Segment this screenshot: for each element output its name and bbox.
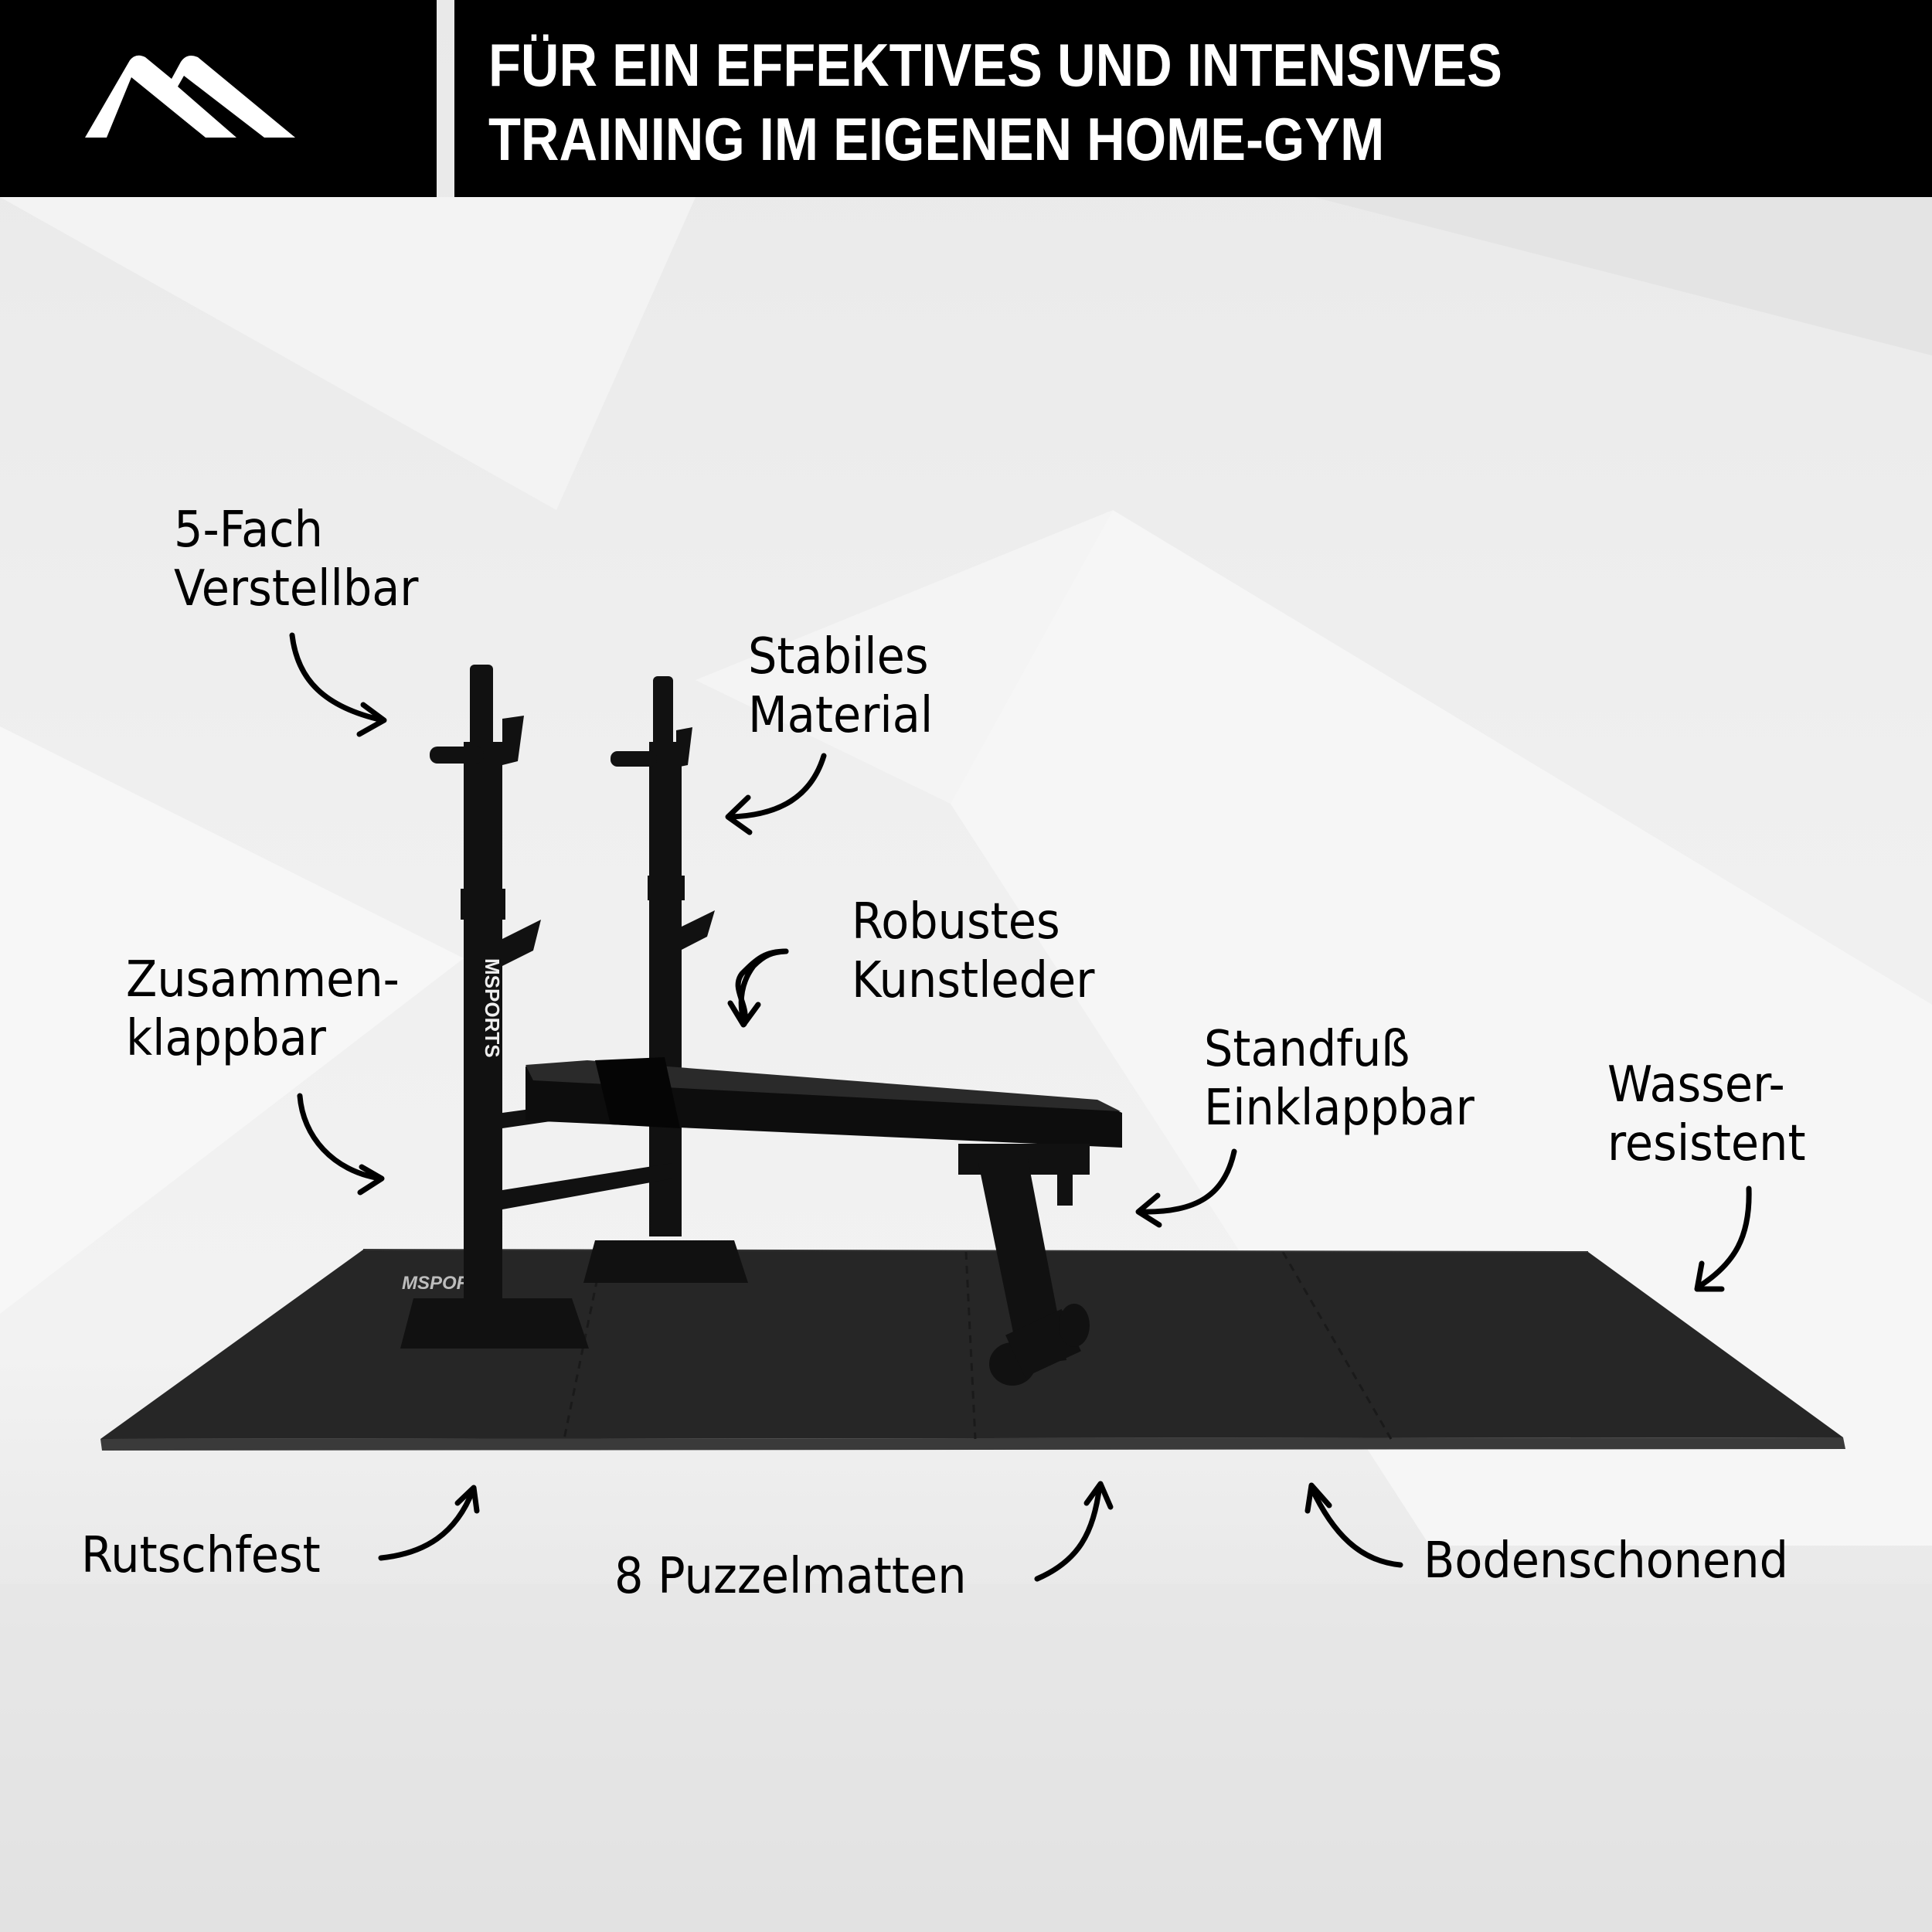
title-line-1: FÜR EIN EFFEKTIVES UND INTENSIVES: [488, 31, 1502, 99]
feature-line: Stabiles: [748, 628, 929, 685]
weight-bench-with-rack: MSPORTS: [400, 665, 1122, 1386]
feature-line: 8 Puzzelmatten: [614, 1548, 967, 1605]
feature-label-5fach-verstellbar: 5-Fach Verstellbar: [174, 501, 419, 618]
feature-line: Robustes: [852, 893, 1060, 951]
arrow-5fach-verstellbar-icon: [289, 632, 387, 737]
arrow-puzzelmatten-icon: [1034, 1481, 1114, 1582]
mountain-logo-icon: [85, 55, 295, 138]
feature-line: Rutschfest: [81, 1527, 321, 1584]
puzzle-floor-mat: MSPORTS: [100, 1249, 1845, 1451]
arrow-zusammenklappbar-icon: [297, 1093, 385, 1196]
feature-line: resistent: [1607, 1115, 1806, 1172]
arrow-wasserresistent-icon: [1694, 1185, 1752, 1292]
feature-label-zusammenklappbar: Zusammen- klappbar: [126, 951, 400, 1068]
feature-line: Wasser-: [1607, 1056, 1785, 1114]
feature-label-rutschfest: Rutschfest: [81, 1526, 321, 1585]
rack-brand-logo: MSPORTS: [481, 958, 504, 1058]
arrow-bodenschonend-icon: [1304, 1482, 1403, 1568]
feature-label-standfuss-einklappbar: Standfuß Einklappbar: [1204, 1020, 1475, 1138]
feature-line: 5-Fach: [174, 502, 323, 559]
feature-line: klappbar: [126, 1010, 326, 1067]
feature-label-puzzelmatten: 8 Puzzelmatten: [614, 1547, 967, 1606]
arrow-standfuss-einklappbar-icon: [1135, 1148, 1237, 1228]
feature-line: Einklappbar: [1204, 1080, 1475, 1137]
header-logo-panel: [0, 0, 437, 197]
feature-line: Kunstleder: [852, 952, 1095, 1009]
arrow-stabiles-material-icon: [725, 753, 827, 835]
title-line-2: TRAINING IM EIGENEN HOME-GYM: [488, 105, 1385, 173]
feature-line: Zusammen-: [126, 951, 400, 1009]
header-title-panel: [454, 0, 1932, 197]
feature-line: Standfuß: [1204, 1021, 1410, 1078]
feature-line: Bodenschonend: [1423, 1532, 1788, 1590]
page-title: FÜR EIN EFFEKTIVES UND INTENSIVES TRAINI…: [488, 28, 1502, 176]
arrow-robustes-kunstleder-icon: [727, 948, 789, 1028]
feature-label-bodenschonend: Bodenschonend: [1423, 1532, 1788, 1590]
feature-line: Material: [748, 687, 934, 744]
arrow-rutschfest-icon: [378, 1485, 480, 1561]
feature-label-stabiles-material: Stabiles Material: [748, 628, 933, 745]
feature-label-robustes-kunstleder: Robustes Kunstleder: [852, 893, 1094, 1010]
feature-label-wasserresistent: Wasser- resistent: [1607, 1056, 1806, 1173]
feature-line: Verstellbar: [174, 560, 419, 617]
